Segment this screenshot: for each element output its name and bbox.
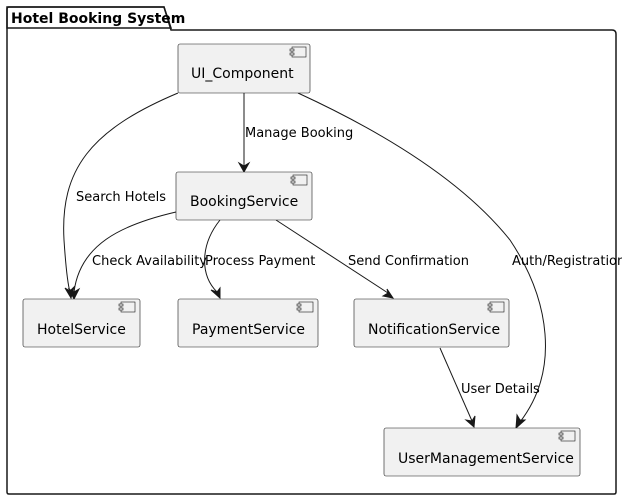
edge-label-manage-booking: Manage Booking — [245, 126, 353, 141]
component-icon — [118, 301, 136, 313]
component-icon — [296, 301, 314, 313]
edge-label-auth-registration: Auth/Registration — [512, 254, 622, 269]
arrowhead-user-details — [464, 415, 476, 429]
component-notification-service[interactable]: NotificationService — [353, 298, 510, 348]
component-booking-service[interactable]: BookingService — [175, 171, 313, 221]
edge-auth-registration — [297, 92, 546, 423]
component-box — [177, 43, 311, 94]
component-box — [383, 427, 581, 477]
arrowhead-send-confirmation — [381, 288, 395, 299]
package-title: Hotel Booking System — [11, 11, 185, 27]
edges: Manage Booking Search Hotels Auth/Regist… — [63, 92, 622, 430]
arrowhead-process-payment — [210, 286, 221, 300]
edge-user-details — [439, 347, 473, 422]
component-label: PaymentService — [192, 322, 305, 338]
component-icon — [289, 46, 307, 58]
component-label: BookingService — [190, 194, 298, 210]
arrowhead-check-availability — [67, 287, 81, 301]
package-frame — [6, 6, 617, 495]
component-label: HotelService — [37, 322, 126, 338]
component-user-management-service[interactable]: UserManagementService — [383, 427, 581, 477]
edge-send-confirmation — [275, 219, 389, 294]
edge-label-user-details: User Details — [461, 382, 540, 397]
edge-process-payment — [204, 219, 221, 293]
component-hotel-service[interactable]: HotelService — [22, 298, 141, 348]
component-box — [175, 171, 313, 221]
edge-label-send-confirmation: Send Confirmation — [348, 254, 469, 269]
component-label: UserManagementService — [398, 451, 574, 467]
edge-label-process-payment: Process Payment — [205, 254, 315, 269]
component-payment-service[interactable]: PaymentService — [177, 298, 319, 348]
component-icon — [558, 430, 576, 442]
component-label: UI_Component — [191, 66, 294, 82]
component-label: NotificationService — [368, 322, 500, 338]
package-hotel-booking-system: Hotel Booking System — [6, 6, 617, 495]
component-box — [177, 298, 319, 348]
component-icon — [290, 174, 308, 186]
edge-search-hotels — [63, 92, 179, 293]
edge-check-availability — [73, 211, 177, 293]
component-box — [22, 298, 141, 348]
arrowhead-manage-booking — [237, 161, 251, 174]
component-icon — [487, 301, 505, 313]
edge-label-search-hotels: Search Hotels — [76, 190, 166, 205]
arrowhead-auth-registration — [515, 413, 527, 430]
edge-label-check-availability: Check Availability — [92, 254, 207, 269]
component-ui[interactable]: UI_Component — [177, 43, 311, 94]
component-box — [353, 298, 510, 348]
